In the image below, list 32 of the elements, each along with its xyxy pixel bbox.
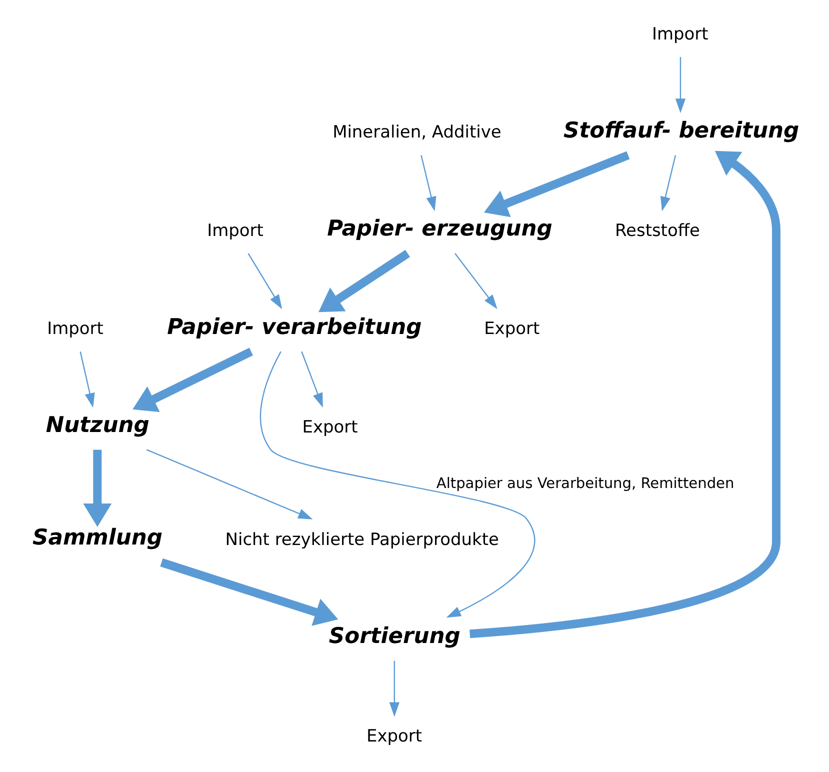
arrow [469, 150, 780, 638]
arrow [454, 253, 497, 310]
arrow [483, 151, 630, 218]
arrow [247, 253, 282, 310]
arrow [318, 250, 410, 312]
node-text: Nutzung [45, 412, 149, 438]
edge-label: Altpapier aus Verarbeitung, Remittenden [436, 476, 734, 492]
node-text: Papier- erzeugung [326, 216, 552, 242]
node-text: Stoffauf- bereitung [562, 118, 799, 144]
node-text: Sammlung [32, 526, 162, 551]
arrow [674, 57, 686, 114]
arrow [79, 351, 94, 408]
node-text: Export [484, 319, 540, 340]
arrow [300, 351, 322, 408]
arrow [160, 558, 338, 626]
node-text: Export [302, 417, 358, 438]
node-text: Papier- verarbeitung [166, 314, 422, 340]
arrow [420, 155, 436, 212]
arrow [259, 351, 534, 618]
arrow [388, 660, 399, 717]
arrow [132, 348, 253, 412]
node-text: Reststoffe [614, 220, 700, 241]
arrow [660, 155, 676, 212]
node-text: Export [366, 726, 422, 746]
node-text: Sortierung [328, 624, 460, 649]
node-text: Import [651, 24, 708, 45]
node-text: Nicht rezyklierte Papierprodukte [224, 530, 498, 550]
arrow [146, 449, 312, 520]
node-text: Import [46, 319, 103, 340]
arrow [82, 450, 112, 527]
node-text: Mineralien, Additive [332, 122, 501, 143]
node-text: Import [206, 220, 263, 241]
